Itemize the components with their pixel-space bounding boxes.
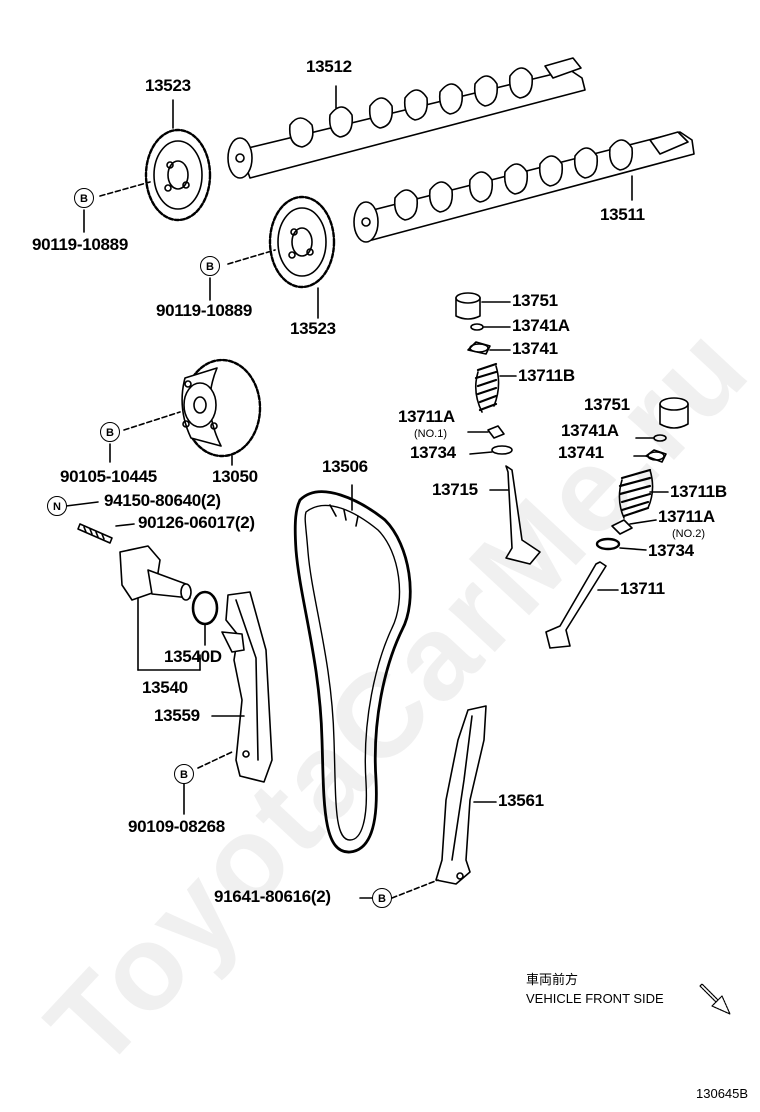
- part-13741-a: 13741: [512, 339, 558, 358]
- camshaft-upper: [227, 57, 586, 179]
- part-13559: 13559: [154, 706, 200, 725]
- chain-damper: [391, 705, 497, 899]
- valve-train-1: [455, 292, 541, 565]
- part-13540: 13540: [142, 678, 188, 697]
- chain-tensioner: [119, 545, 219, 671]
- part-13741a-a: 13741A: [512, 316, 570, 335]
- part-13711b-a: 13711B: [518, 366, 575, 385]
- part-13540d: 13540D: [164, 647, 222, 666]
- sprocket-bottom: [227, 195, 336, 319]
- tensioner-bolt: [77, 523, 135, 544]
- part-13734-a: 13734: [410, 443, 456, 462]
- part-90126: 90126-06017(2): [138, 513, 255, 532]
- front-direction-arrow: [699, 983, 731, 1015]
- part-13734-b: 13734: [648, 541, 694, 560]
- marker-b-1: B: [74, 188, 94, 208]
- part-13511: 13511: [600, 205, 645, 224]
- part-13715: 13715: [432, 480, 478, 499]
- front-side-note-en: VEHICLE FRONT SIDE: [526, 991, 664, 1006]
- part-13711a-a: 13711A: [398, 407, 455, 426]
- chain-guide-slipper: [197, 591, 273, 783]
- marker-b-5: B: [372, 888, 392, 908]
- part-13523-bottom: 13523: [290, 319, 336, 338]
- marker-b-4: B: [174, 764, 194, 784]
- marker-b-2: B: [200, 256, 220, 276]
- vvt-gear-assembly: [123, 358, 262, 466]
- part-13561: 13561: [498, 791, 544, 810]
- part-13751-b: 13751: [584, 395, 630, 414]
- part-90105: 90105-10445: [60, 467, 157, 486]
- part-13741-b: 13741: [558, 443, 604, 462]
- part-13512: 13512: [306, 57, 352, 76]
- part-90119-b: 90119-10889: [156, 301, 252, 320]
- part-13711: 13711: [620, 579, 665, 598]
- front-side-note-jp: 車両前方: [526, 972, 579, 987]
- diagram-code: 130645B: [696, 1086, 749, 1101]
- part-91641: 91641-80616(2): [214, 887, 331, 906]
- part-94150: 94150-80640(2): [104, 491, 221, 510]
- part-13050: 13050: [212, 467, 258, 486]
- part-13523-top: 13523: [145, 76, 191, 95]
- camshaft-lower: [353, 131, 695, 243]
- part-13711a-b: 13711A: [658, 507, 715, 526]
- part-13741a-b: 13741A: [561, 421, 619, 440]
- part-13711b-b: 13711B: [670, 482, 727, 501]
- part-90119-a: 90119-10889: [32, 235, 128, 254]
- note-no2: (NO.2): [672, 528, 705, 540]
- marker-n: N: [47, 496, 67, 516]
- part-13506: 13506: [322, 457, 368, 476]
- valve-train-2: [545, 397, 689, 649]
- marker-b-3: B: [100, 422, 120, 442]
- sprocket-top: [99, 99, 212, 222]
- timing-chain: [293, 484, 412, 854]
- note-no1: (NO.1): [414, 428, 447, 440]
- part-13751-a: 13751: [512, 291, 558, 310]
- part-90109: 90109-08268: [128, 817, 225, 836]
